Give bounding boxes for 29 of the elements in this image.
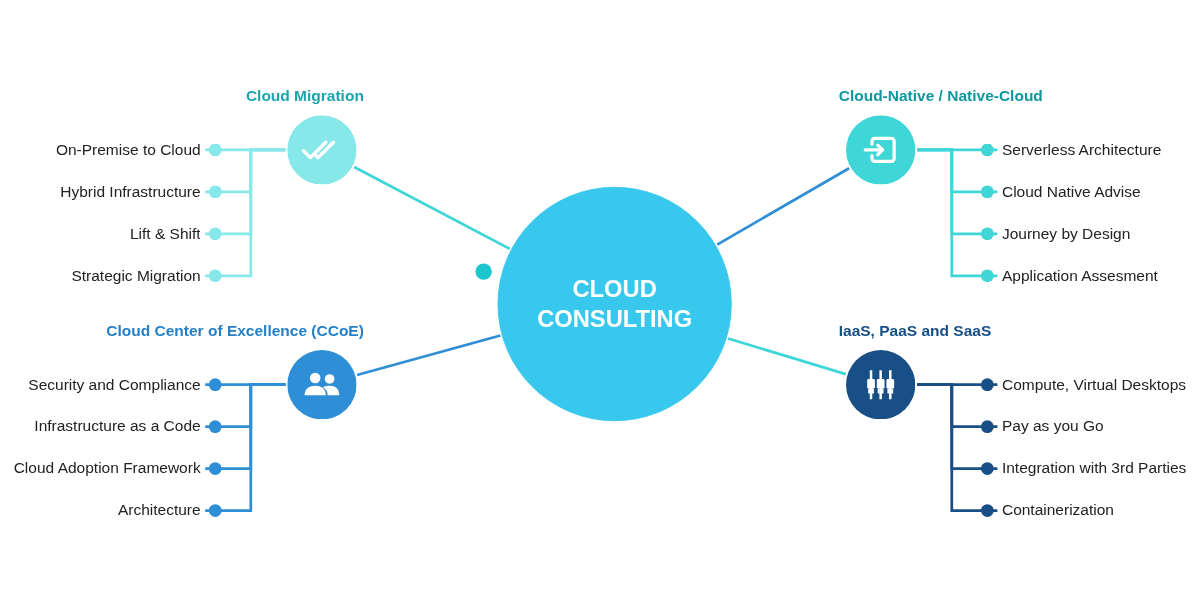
- list-item-text: Cloud Native Advise: [1001, 183, 1141, 201]
- category-heading: IaaS, PaaS and SaaS: [838, 322, 992, 340]
- list-item-text: Architecture: [117, 501, 201, 519]
- list-item-text: Lift & Shift: [130, 224, 201, 243]
- list-item-text: On-Premise to Cloud: [55, 141, 201, 159]
- list-item-text: Pay as you Go: [1001, 417, 1104, 436]
- connector-line: [917, 148, 998, 283]
- list-item-text: Compute, Virtual Desktops: [1001, 375, 1187, 394]
- connector-line: [205, 383, 286, 517]
- category-heading: Cloud-Native / Native-Cloud: [838, 87, 1043, 105]
- connector-line: [917, 383, 998, 517]
- list-item-text: Strategic Migration: [71, 266, 201, 285]
- connector-line: [353, 165, 511, 251]
- list-item-text: Integration with 3rd Parties: [1001, 459, 1187, 478]
- connector-line: [727, 337, 847, 376]
- list-item-text: Journey by Design: [1001, 224, 1131, 243]
- connector-line: [716, 167, 850, 246]
- connector-line: [205, 148, 286, 283]
- list-item-text: Application Assesment: [1001, 266, 1158, 285]
- category-heading: Cloud Center of Excellence (CCoE): [106, 322, 364, 340]
- connector-line: [356, 334, 501, 377]
- list-item-text: Security and Compliance: [28, 375, 201, 394]
- list-item-text: Cloud Adoption Framework: [13, 459, 201, 478]
- category-heading: Cloud Migration: [245, 87, 364, 105]
- list-item-text: Containerization: [1001, 501, 1114, 519]
- topic-circle: CLOUD CONSULTING: [497, 186, 732, 422]
- list-item-text: Infrastructure as a Code: [34, 417, 201, 436]
- list-item-text: Hybrid Infrastructure: [60, 183, 201, 201]
- list-item-text: Serverless Architecture: [1001, 141, 1162, 159]
